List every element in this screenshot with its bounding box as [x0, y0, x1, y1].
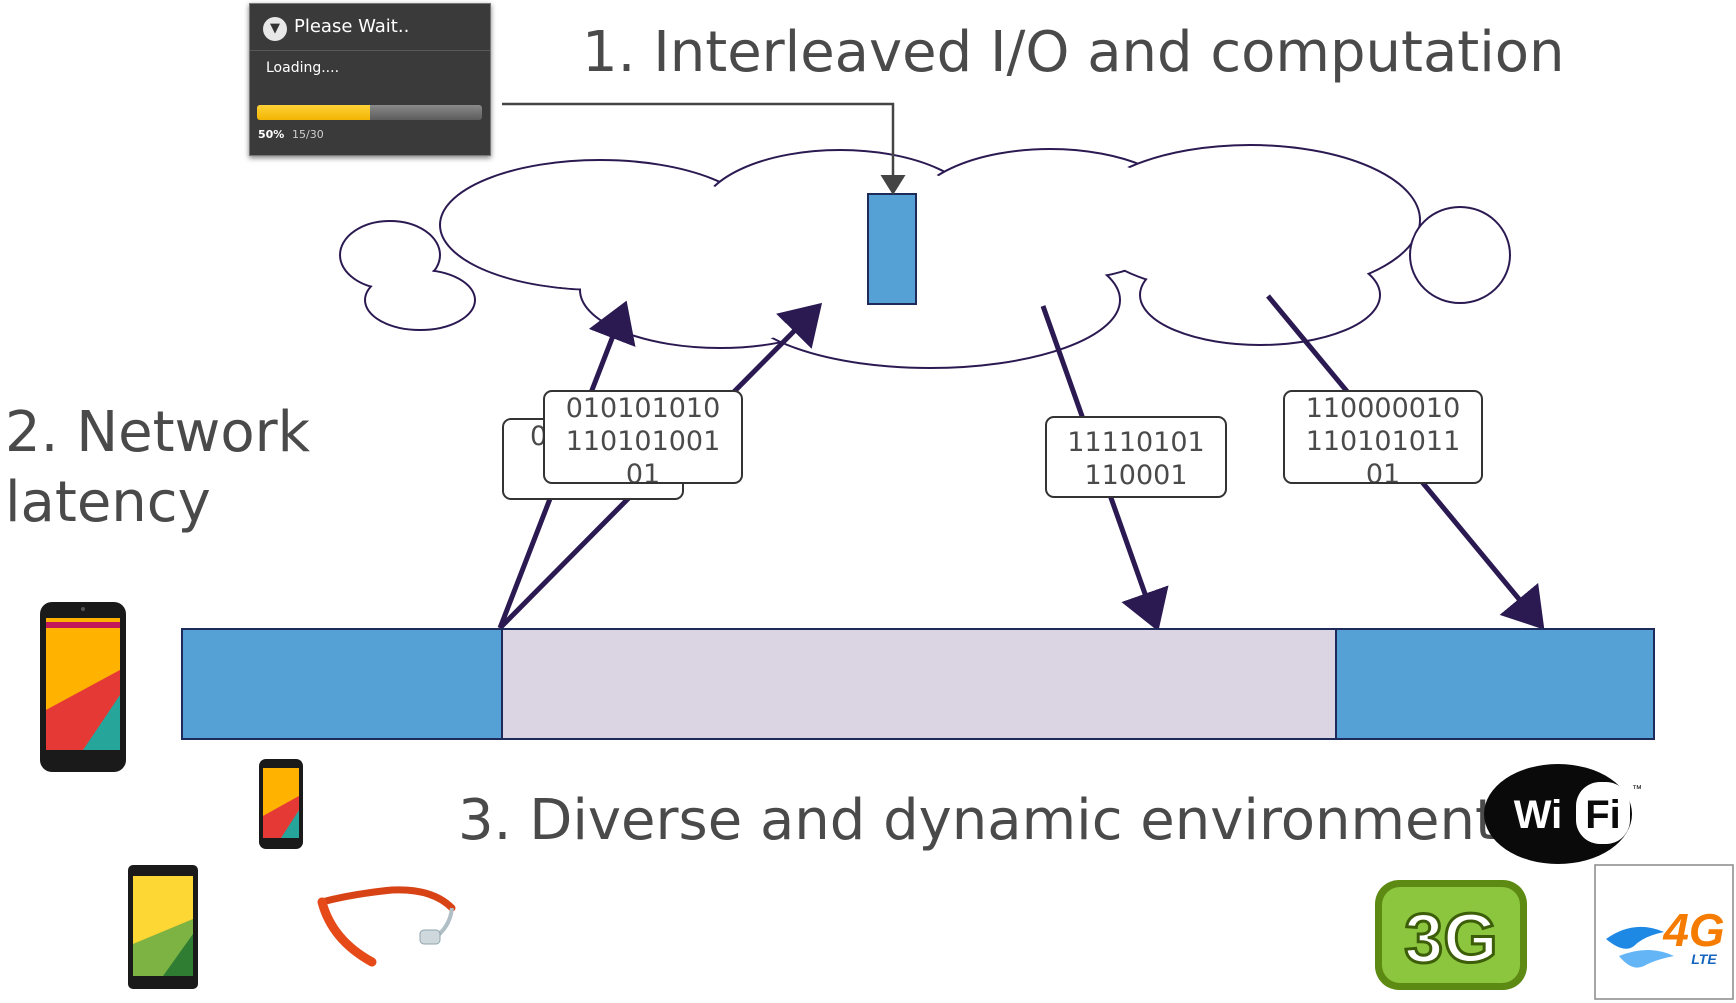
- progress-percent: 50%: [258, 128, 285, 141]
- timeline-network-wait: [501, 628, 1337, 740]
- packet-upload: 010101010 110101001 01: [543, 390, 743, 484]
- wifi-logo-tm: ™: [1632, 784, 1642, 795]
- progress-bar: [257, 105, 482, 120]
- tablet-icon: [128, 865, 198, 989]
- heading-interleaved-io: 1. Interleaved I/O and computation: [582, 20, 1565, 85]
- dialog-title: Please Wait..: [294, 16, 410, 37]
- small-phone-icon: [259, 759, 303, 849]
- lte-logo-text: LTE: [1691, 951, 1717, 967]
- timeline-compute-end: [1335, 628, 1655, 740]
- 4g-logo-text: 4G: [1662, 904, 1724, 956]
- progress-bar-fill: [257, 105, 370, 120]
- packet-line: 110101001: [565, 426, 721, 457]
- dialog-connector: [502, 102, 906, 195]
- 4g-lte-logo-icon: 4G LTE: [1594, 864, 1734, 1000]
- dialog-divider: [250, 50, 490, 51]
- dialog-message: Loading....: [266, 60, 340, 76]
- phone-icon: [40, 602, 126, 772]
- packet-line: 110001: [1084, 460, 1188, 491]
- progress-count: 15/30: [292, 128, 324, 141]
- heading-diverse-environments: 3. Diverse and dynamic environments: [458, 788, 1527, 853]
- packet-line: 0: [530, 421, 548, 452]
- 3g-logo-icon: 3G: [1375, 880, 1527, 990]
- packet-line: 11110101: [1067, 427, 1205, 458]
- down-chevron-icon: ▼: [263, 17, 287, 41]
- heading-network-latency-line1: 2. Network: [5, 400, 311, 465]
- packet-line: 01: [1365, 459, 1401, 484]
- packet-line: 110000010: [1305, 393, 1461, 424]
- packet-line: 110101011: [1305, 426, 1461, 457]
- packet-download-2: 110000010 110101011 01: [1283, 390, 1483, 484]
- heading-network-latency-line2: latency: [5, 470, 211, 535]
- smart-glasses-icon: [317, 886, 456, 967]
- cloud-compute-block: [867, 193, 917, 305]
- wifi-logo-text-right: Fi: [1585, 793, 1621, 837]
- wifi-logo-text-left: Wi: [1514, 793, 1563, 837]
- timeline-compute-start: [181, 628, 503, 740]
- packet-line: 010101010: [565, 393, 721, 424]
- loading-dialog: ▼ Please Wait.. Loading.... 50% 15/30: [249, 3, 491, 156]
- packet-download-1: 11110101 110001: [1045, 416, 1227, 498]
- wifi-logo-icon: Wi Fi ™: [1484, 764, 1642, 864]
- 3g-logo-text: 3G: [1404, 899, 1497, 977]
- packet-line: 01: [625, 459, 661, 484]
